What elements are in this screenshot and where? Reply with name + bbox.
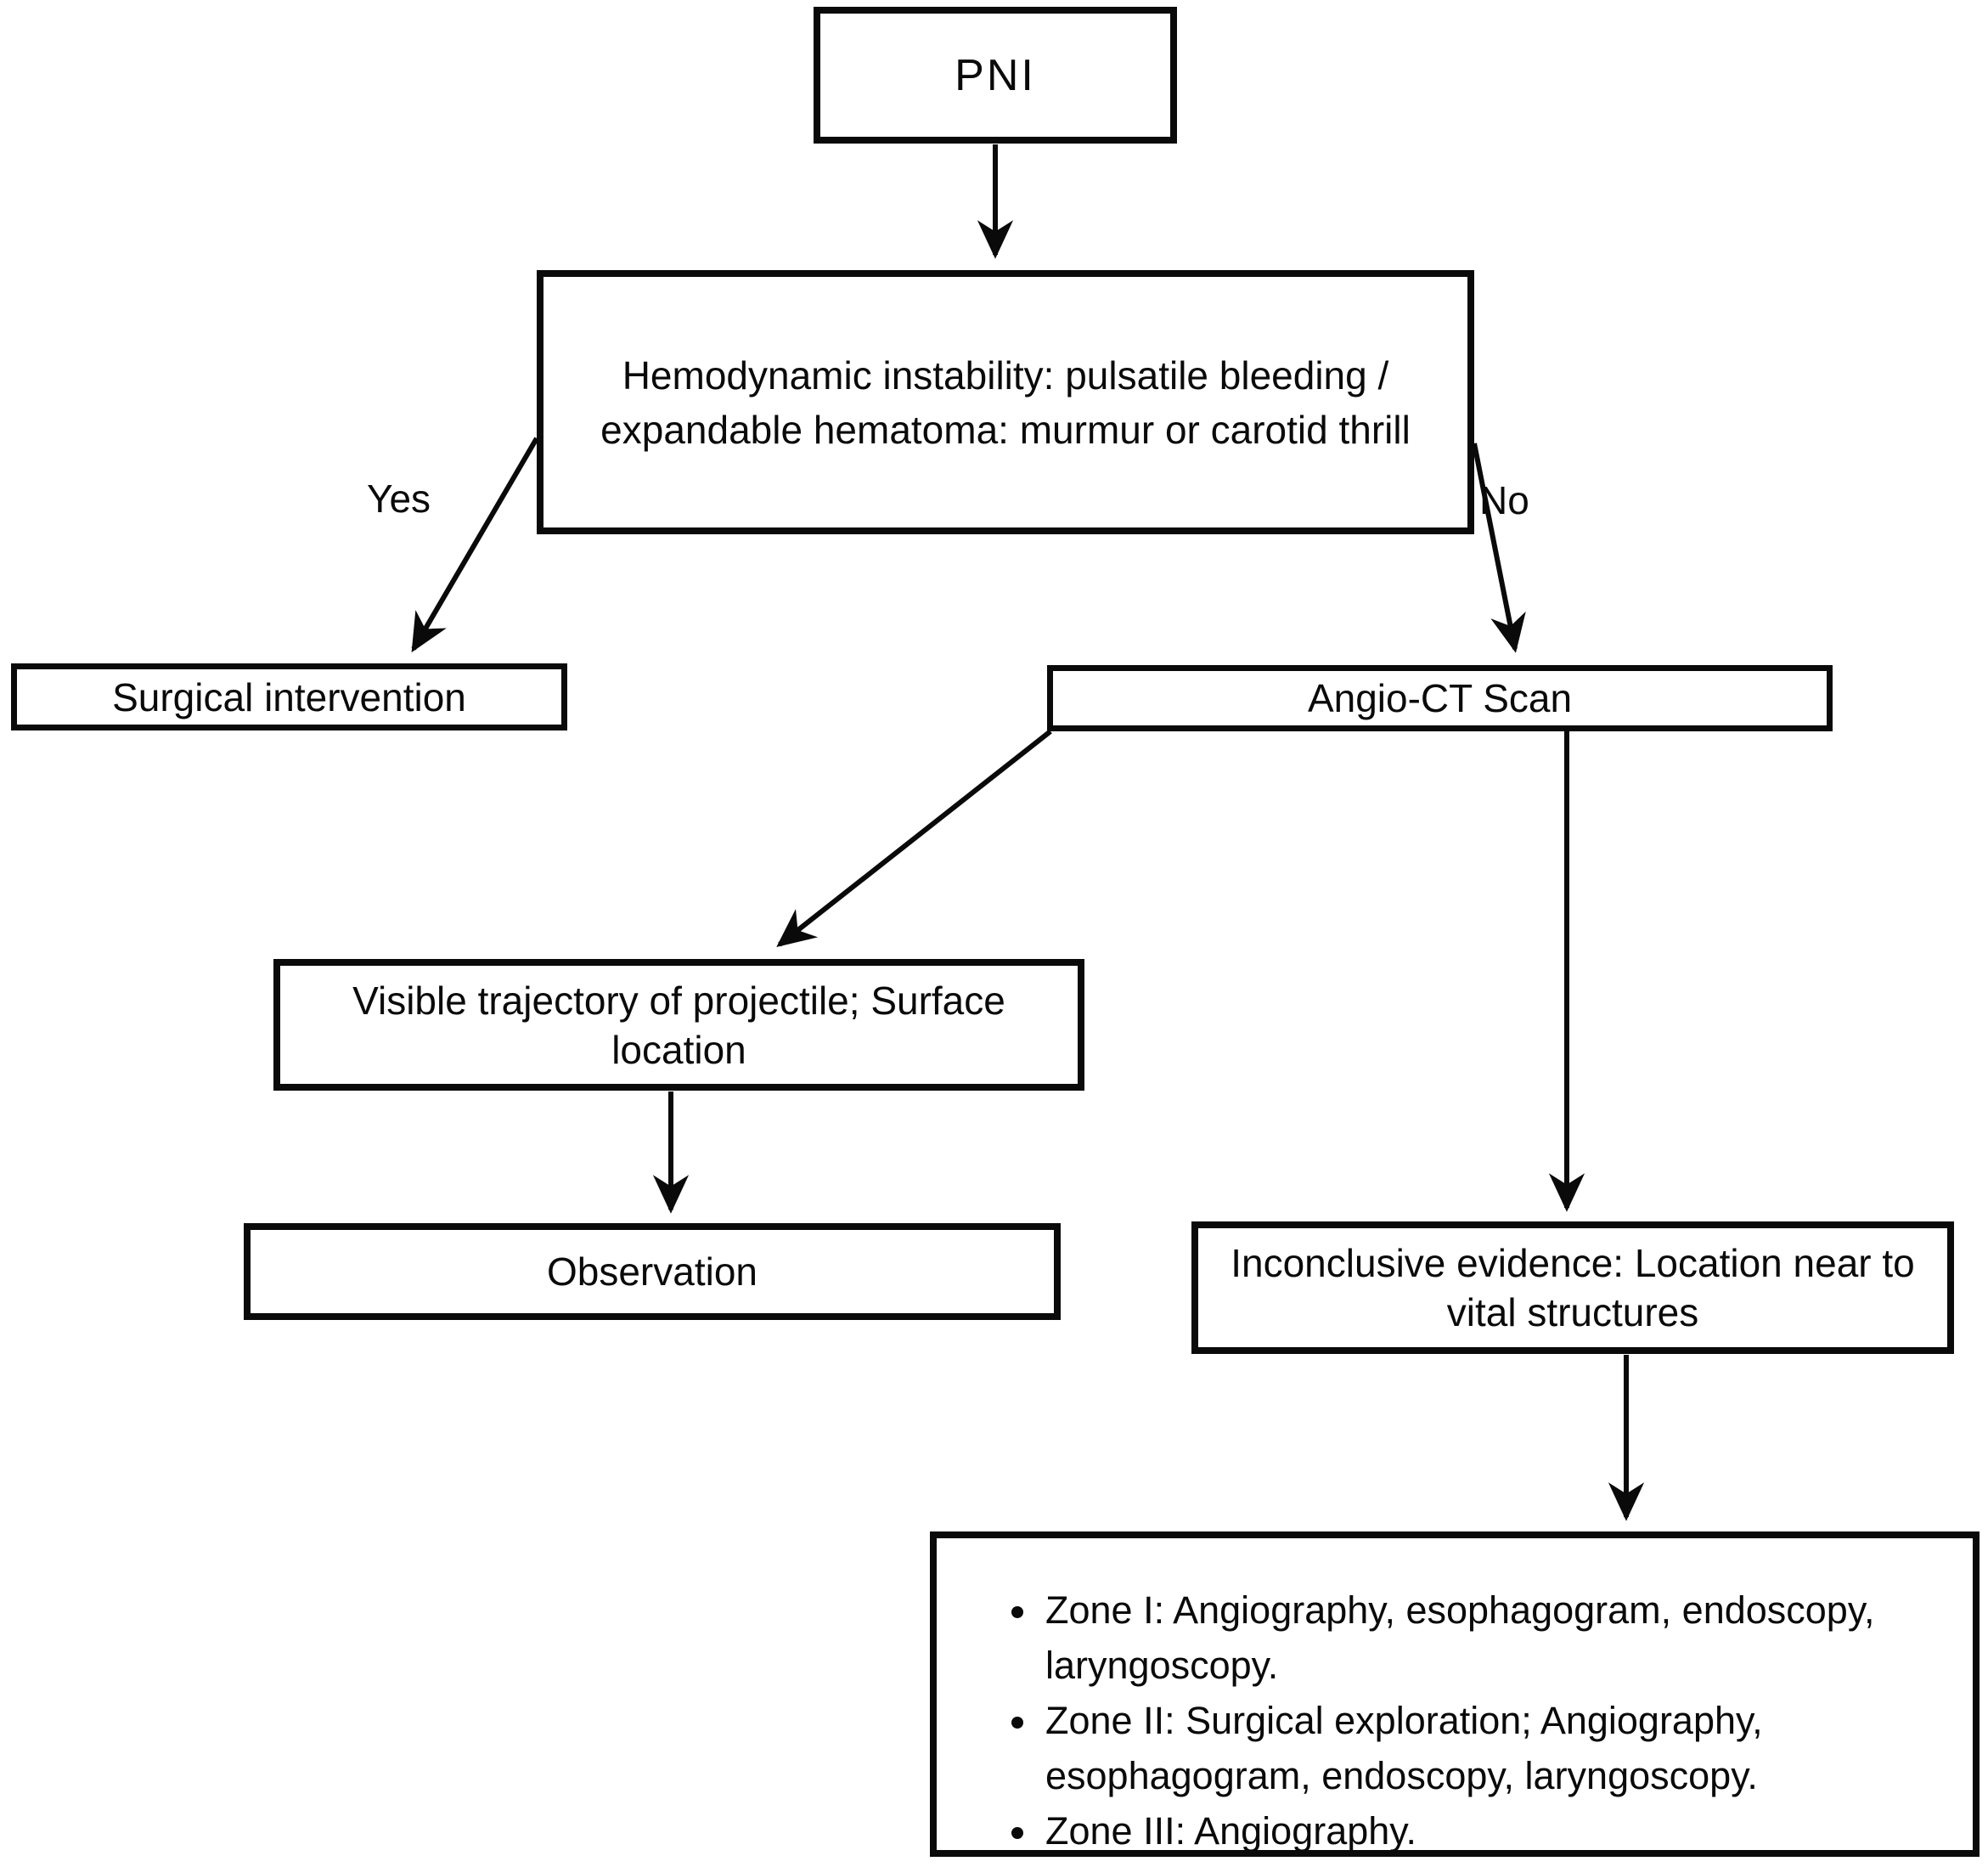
edge-label-yes: Yes bbox=[367, 477, 431, 521]
zone-list-item-2: Zone II: Surgical exploration; Angiograp… bbox=[1040, 1693, 1947, 1803]
node-hemodynamic-line1: Hemodynamic instability: pulsatile bleed… bbox=[622, 353, 1389, 398]
node-visible-trajectory: Visible trajectory of projectile; Surfac… bbox=[273, 959, 1084, 1091]
node-observation: Observation bbox=[244, 1223, 1061, 1320]
arrow-yes-to-surgical bbox=[411, 437, 539, 653]
node-observation-label: Observation bbox=[546, 1249, 757, 1294]
node-inconclusive-line1: Inconclusive evidence: Location near to bbox=[1231, 1241, 1915, 1285]
node-hemodynamic-line2: expandable hematoma: murmur or carotid t… bbox=[600, 407, 1411, 452]
node-inconclusive-line2: vital structures bbox=[1446, 1290, 1699, 1334]
node-surgical-label: Surgical intervention bbox=[112, 674, 466, 719]
node-angio-label: Angio-CT Scan bbox=[1307, 676, 1573, 720]
node-visible-line2: location bbox=[611, 1027, 746, 1072]
zone-list: Zone I: Angiography, esophagogram, endos… bbox=[937, 1582, 1973, 1859]
node-visible-line1: Visible trajectory of projectile; Surfac… bbox=[352, 978, 1005, 1023]
node-surgical-intervention: Surgical intervention bbox=[11, 663, 567, 730]
node-angio-ct-scan: Angio-CT Scan bbox=[1047, 665, 1833, 731]
zone-list-item-3: Zone III: Angiography. bbox=[1040, 1803, 1947, 1859]
edge-label-no: No bbox=[1479, 478, 1529, 522]
arrow-angio-to-visible bbox=[776, 729, 1052, 947]
zone-list-item-1: Zone I: Angiography, esophagogram, endos… bbox=[1040, 1582, 1947, 1693]
node-zone-recommendations: Zone I: Angiography, esophagogram, endos… bbox=[930, 1531, 1980, 1857]
node-pni: PNI bbox=[814, 7, 1177, 144]
node-inconclusive-evidence: Inconclusive evidence: Location near to … bbox=[1191, 1221, 1954, 1354]
node-pni-label: PNI bbox=[955, 50, 1036, 100]
arrow-no-to-angio bbox=[1472, 443, 1526, 653]
node-hemodynamic-instability: Hemodynamic instability: pulsatile bleed… bbox=[537, 270, 1474, 534]
